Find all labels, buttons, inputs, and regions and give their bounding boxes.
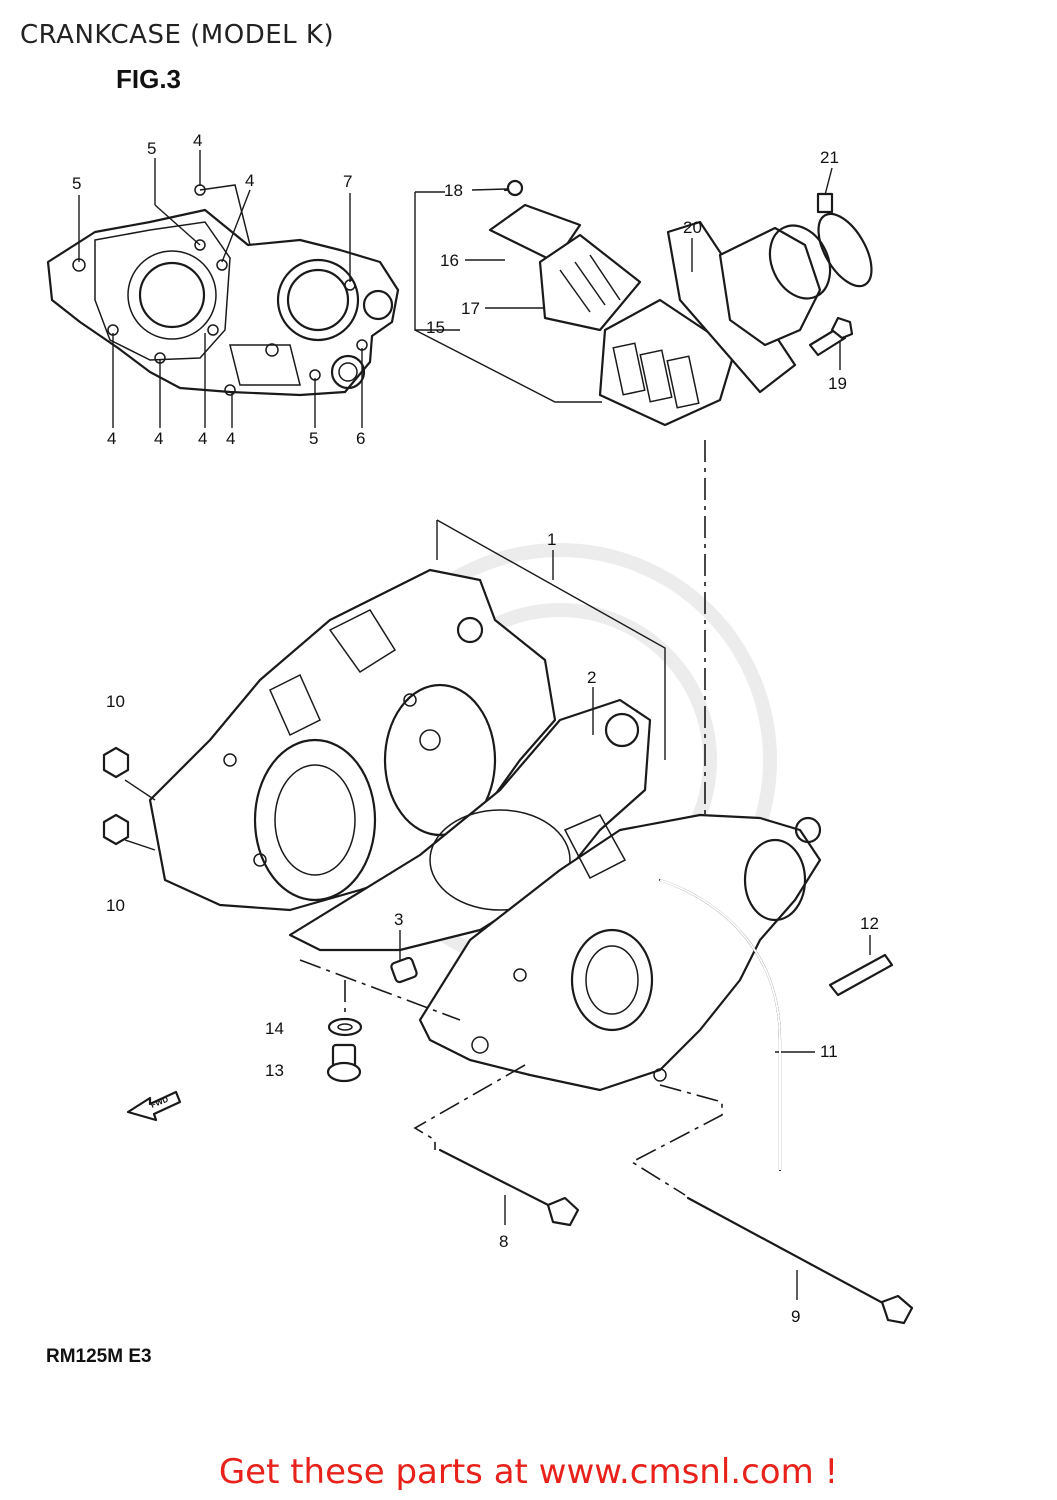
fwd-arrow-icon: FWD: [126, 1090, 182, 1122]
callout-8: 8: [499, 1232, 508, 1251]
nut-upper: [102, 746, 130, 779]
callout-21: 21: [820, 148, 839, 167]
callout-10: 10: [106, 896, 125, 915]
callout-12: 12: [860, 914, 879, 933]
callout-15: 15: [426, 318, 445, 337]
figure-label: FIG.3: [116, 64, 182, 94]
promo-link[interactable]: Get these parts at www.cmsnl.com !: [218, 1452, 839, 1492]
longer-bolt: [686, 1196, 914, 1325]
crankcase-leader-lines: [124, 519, 871, 1300]
washer: [327, 1017, 363, 1037]
callout-4: 4: [245, 171, 254, 190]
callout-2: 2: [587, 668, 596, 687]
callout-9: 9: [791, 1307, 800, 1326]
callout-19: 19: [828, 374, 847, 393]
drain-plug: [326, 1043, 362, 1083]
callout-4: 4: [193, 131, 202, 150]
callout-4: 4: [107, 429, 116, 448]
cover-leader-lines: [78, 150, 363, 428]
callout-11: 11: [820, 1042, 838, 1061]
callout-1: 1: [547, 530, 556, 549]
hose-clamp: [828, 953, 894, 997]
callout-5: 5: [72, 174, 81, 193]
breather-hose: [658, 878, 782, 1172]
callout-3: 3: [394, 910, 403, 929]
callout-7: 7: [343, 172, 352, 191]
callout-4: 4: [198, 429, 207, 448]
callout-10: 10: [106, 692, 125, 711]
long-bolt: [438, 1148, 580, 1227]
part-callouts: 4 5 5 4 7 4 4 4 4 5 6 18 16 17 15 20 21 …: [72, 131, 879, 1326]
crankcase-left-half: [148, 568, 557, 912]
dowel-pin: [390, 956, 418, 984]
callout-4: 4: [154, 429, 163, 448]
callout-16: 16: [440, 251, 459, 270]
callout-14: 14: [265, 1019, 284, 1038]
callout-20: 20: [683, 218, 702, 237]
callout-5: 5: [147, 139, 156, 158]
callout-13: 13: [265, 1061, 284, 1080]
crankcase-cover-drawing: [46, 184, 400, 397]
nut-lower: [102, 813, 130, 846]
callout-17: 17: [461, 299, 480, 318]
model-code: RM125M E3: [46, 1346, 152, 1367]
reed-valve-leader-lines: [414, 167, 841, 820]
reed-valve-drawing: [488, 179, 873, 427]
page-title: CRANKCASE (MODEL K): [20, 20, 335, 50]
callout-4: 4: [226, 429, 235, 448]
callout-5: 5: [309, 429, 318, 448]
crankcase-right-half: [418, 813, 822, 1092]
callout-6: 6: [356, 429, 365, 448]
callout-18: 18: [444, 181, 463, 200]
